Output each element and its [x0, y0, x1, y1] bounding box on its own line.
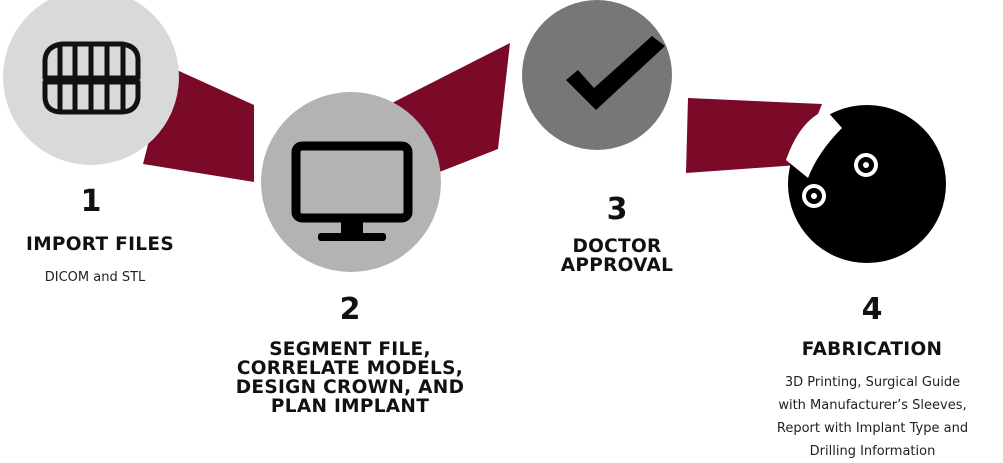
connector-ribbon-3-4	[686, 98, 822, 173]
step-2-circle	[261, 92, 441, 272]
step-4-number: 4	[861, 292, 883, 327]
step-1-title-line: IMPORT FILES	[26, 234, 174, 255]
step-1-number: 1	[80, 184, 102, 219]
teeth-icon	[42, 41, 141, 115]
checkmark-icon	[566, 36, 665, 110]
step-3-title-line: APPROVAL	[560, 255, 674, 276]
step-4-desc-line: 3D Printing, Surgical Guide	[784, 375, 961, 390]
step-1-desc-line: DICOM and STL	[44, 270, 146, 285]
step-2-title: SEGMENT FILE, CORRELATE MODELS, DESIGN C…	[200, 340, 500, 416]
step-3-title: DOCTOR APPROVAL	[517, 237, 717, 275]
step-1-description: DICOM and STL	[0, 266, 190, 289]
step-3-number: 3	[606, 192, 628, 227]
monitor-icon	[291, 141, 413, 241]
step-4-title-line: FABRICATION	[801, 339, 943, 360]
step-3-circle	[522, 0, 672, 150]
step-4-description: 3D Printing, Surgical Guide with Manufac…	[750, 371, 995, 463]
step-4-title: FABRICATION	[772, 340, 972, 359]
step-2-title-line: PLAN IMPLANT	[270, 396, 430, 417]
step-4-desc-line: Drilling Information	[809, 444, 936, 459]
step-2-title-line: CORRELATE MODELS,	[236, 358, 464, 379]
step-1-title: IMPORT FILES	[0, 235, 200, 254]
step-2-title-line: DESIGN CROWN, AND	[235, 377, 465, 398]
step-2-number: 2	[339, 292, 361, 327]
step-4-circle	[788, 105, 946, 263]
step-4-desc-line: Report with Implant Type and	[776, 421, 969, 436]
step-3-title-line: DOCTOR	[572, 236, 662, 257]
surgical-guide-icon	[786, 110, 878, 208]
step-4-desc-line: with Manufacturer’s Sleeves,	[778, 398, 967, 413]
step-2-title-line: SEGMENT FILE,	[269, 339, 431, 360]
